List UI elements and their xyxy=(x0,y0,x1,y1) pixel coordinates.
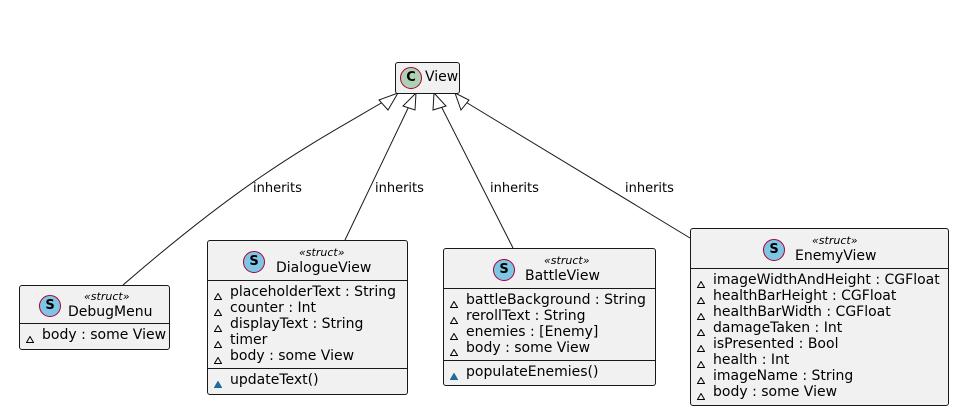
methods-section: populateEnemies() xyxy=(444,360,655,384)
package-visibility-icon xyxy=(213,288,223,300)
class-battleview[interactable]: S «struct» BattleView battleBackground :… xyxy=(443,248,656,386)
edge-label-battleview: inherits xyxy=(490,181,539,196)
field-row: placeholderText : String xyxy=(208,284,407,300)
field-row: displayText : String xyxy=(208,316,407,332)
class-name: DebugMenu xyxy=(68,304,153,320)
fields-section: battleBackground : String rerollText : S… xyxy=(444,288,655,360)
edge-label-enemyview: inherits xyxy=(625,181,674,196)
package-visibility-icon xyxy=(449,296,459,308)
struct-s-icon: S xyxy=(39,295,61,317)
package-visibility-icon xyxy=(696,324,706,336)
package-method-icon xyxy=(213,376,223,388)
edge-label-dialogueview: inherits xyxy=(375,181,424,196)
fields-section: placeholderText : String counter : Int d… xyxy=(208,280,407,368)
field-row: healthBarWidth : CGFloat xyxy=(691,304,948,320)
package-visibility-icon xyxy=(213,352,223,364)
field-row: damageTaken : Int xyxy=(691,320,948,336)
edge-dialogueview xyxy=(344,101,412,241)
field-row: body : some View xyxy=(691,384,948,400)
package-visibility-icon xyxy=(449,328,459,340)
field-row: timer xyxy=(208,332,407,348)
field-row: enemies : [Enemy] xyxy=(444,324,655,340)
arrowhead-debugmenu xyxy=(378,92,400,111)
struct-s-icon: S xyxy=(493,259,515,281)
field-row: body : some View xyxy=(444,340,655,356)
struct-s-icon: S xyxy=(763,239,785,261)
field-row: body : some View xyxy=(208,348,407,364)
package-visibility-icon xyxy=(696,340,706,352)
package-visibility-icon xyxy=(696,308,706,320)
field-row: battleBackground : String xyxy=(444,292,655,308)
field-row: healthBarHeight : CGFloat xyxy=(691,288,948,304)
package-visibility-icon xyxy=(696,356,706,368)
package-visibility-icon xyxy=(696,388,706,400)
methods-section: updateText() xyxy=(208,368,407,392)
stereotype-label: «struct» xyxy=(812,234,858,247)
class-view[interactable]: C View xyxy=(395,62,460,94)
class-name: EnemyView xyxy=(795,248,877,264)
class-name: DialogueView xyxy=(276,260,372,276)
package-visibility-icon xyxy=(449,344,459,356)
field-row: body : some View xyxy=(20,327,169,343)
arrowhead-enemyview xyxy=(454,91,470,112)
class-name: BattleView xyxy=(525,268,600,284)
edge-battleview xyxy=(438,101,514,249)
package-visibility-icon xyxy=(449,312,459,324)
fields-section: imageWidthAndHeight : CGFloat healthBarH… xyxy=(691,268,948,404)
stereotype-label: «struct» xyxy=(84,290,130,303)
package-visibility-icon xyxy=(213,304,223,316)
package-visibility-icon xyxy=(213,336,223,348)
stereotype-label: «struct» xyxy=(544,254,590,267)
package-visibility-icon xyxy=(696,372,706,384)
field-row: rerollText : String xyxy=(444,308,655,324)
package-visibility-icon xyxy=(696,292,706,304)
class-c-icon: C xyxy=(400,67,422,89)
edge-label-debugmenu: inherits xyxy=(253,181,302,196)
edge-enemyview xyxy=(463,100,691,239)
method-row: populateEnemies() xyxy=(444,364,655,380)
class-name: View xyxy=(425,69,459,85)
struct-s-icon: S xyxy=(243,251,265,273)
package-method-icon xyxy=(449,368,459,380)
package-visibility-icon xyxy=(213,320,223,332)
field-row: counter : Int xyxy=(208,300,407,316)
package-visibility-icon xyxy=(696,276,706,288)
fields-section: body : some View xyxy=(20,323,169,347)
class-enemyview[interactable]: S «struct» EnemyView imageWidthAndHeight… xyxy=(690,228,949,406)
package-visibility-icon xyxy=(25,331,35,343)
class-debugmenu[interactable]: S «struct» DebugMenu body : some View xyxy=(19,285,170,350)
stereotype-label: «struct» xyxy=(299,246,345,259)
edge-debugmenu xyxy=(122,98,389,286)
field-row: imageName : String xyxy=(691,368,948,384)
method-row: updateText() xyxy=(208,372,407,388)
field-row: imageWidthAndHeight : CGFloat xyxy=(691,272,948,288)
class-dialogueview[interactable]: S «struct» DialogueView placeholderText … xyxy=(207,240,408,395)
arrowhead-dialogueview xyxy=(402,91,417,111)
field-row: health : Int xyxy=(691,352,948,368)
field-row: isPresented : Bool xyxy=(691,336,948,352)
arrowhead-battleview xyxy=(432,91,447,111)
